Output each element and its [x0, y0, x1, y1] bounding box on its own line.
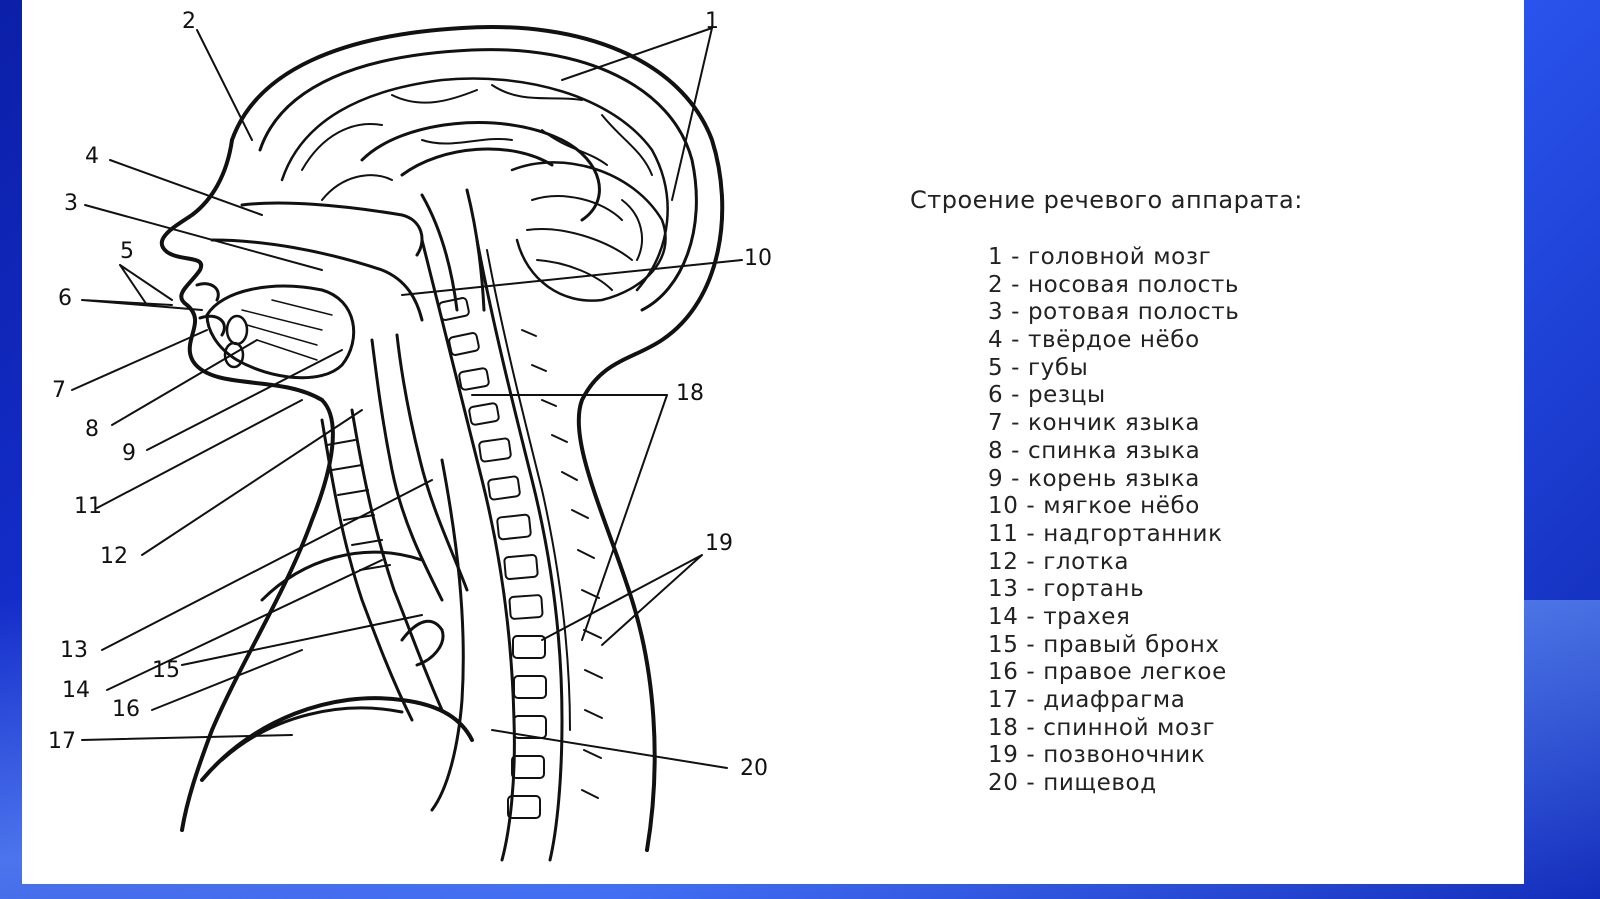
callout-8: 8 [85, 417, 99, 442]
callout-14: 14 [62, 678, 90, 703]
legend-item: 3 - ротовая полость [988, 299, 1240, 326]
callout-19: 19 [705, 531, 733, 556]
legend-item: 8 - спинка языка [988, 437, 1201, 464]
callout-2: 2 [182, 9, 196, 34]
legend-item: 7 - кончик языка [988, 410, 1201, 437]
legend-item: 1 - головной мозг [988, 244, 1212, 270]
legend-item: 17 - диафрагма [988, 687, 1186, 713]
callout-9: 9 [122, 441, 136, 466]
legend-item: 12 - глотка [988, 548, 1130, 575]
slide: 1 2 3 4 5 6 7 8 9 10 11 12 13 14 15 16 1… [22, 0, 1524, 884]
legend-item: 9 - корень языка [988, 465, 1200, 492]
callout-5: 5 [120, 239, 134, 264]
anatomy-figure: 1 2 3 4 5 6 7 8 9 10 11 12 13 14 15 16 1… [48, 9, 772, 862]
callout-7: 7 [52, 378, 66, 403]
legend-item: 10 - мягкое нёбо [988, 493, 1200, 520]
callout-10: 10 [744, 246, 772, 271]
callout-13: 13 [60, 638, 88, 663]
callout-17: 17 [48, 729, 76, 754]
legend-item: 16 - правое легкое [988, 659, 1227, 686]
legend-item: 14 - трахея [988, 603, 1131, 630]
head-outline [230, 25, 725, 852]
callout-12: 12 [100, 544, 128, 569]
legend-item: 15 - правый бронх [988, 631, 1220, 658]
diagram-title: Строение речевого аппарата: [910, 186, 1303, 214]
legend-item: 20 - пищевод [988, 770, 1157, 797]
callout-4: 4 [85, 144, 99, 169]
callout-11: 11 [74, 494, 102, 519]
callout-numbers: 1 2 3 4 5 6 7 8 9 10 11 12 13 14 15 16 1… [48, 9, 772, 781]
callout-1: 1 [705, 9, 719, 34]
callout-18: 18 [676, 381, 704, 406]
callout-3: 3 [64, 191, 78, 216]
callout-20: 20 [740, 756, 768, 781]
callout-15: 15 [152, 658, 180, 683]
legend-item: 4 - твёрдое нёбо [988, 327, 1200, 354]
legend-item: 5 - губы [988, 354, 1089, 381]
legend-item: 19 - позвоночник [988, 742, 1206, 769]
face-outline [159, 138, 335, 832]
legend-item: 18 - спинной мозг [988, 714, 1216, 741]
callout-16: 16 [112, 697, 140, 722]
legend-item: 6 - резцы [988, 382, 1106, 409]
legend-item: 2 - носовая полость [988, 271, 1240, 298]
legend-list: 1 - головной мозг 2 - носовая полость 3 … [988, 244, 1239, 798]
callout-6: 6 [58, 286, 72, 311]
legend-item: 11 - надгортанник [988, 520, 1223, 547]
legend-item: 13 - гортань [988, 576, 1145, 603]
